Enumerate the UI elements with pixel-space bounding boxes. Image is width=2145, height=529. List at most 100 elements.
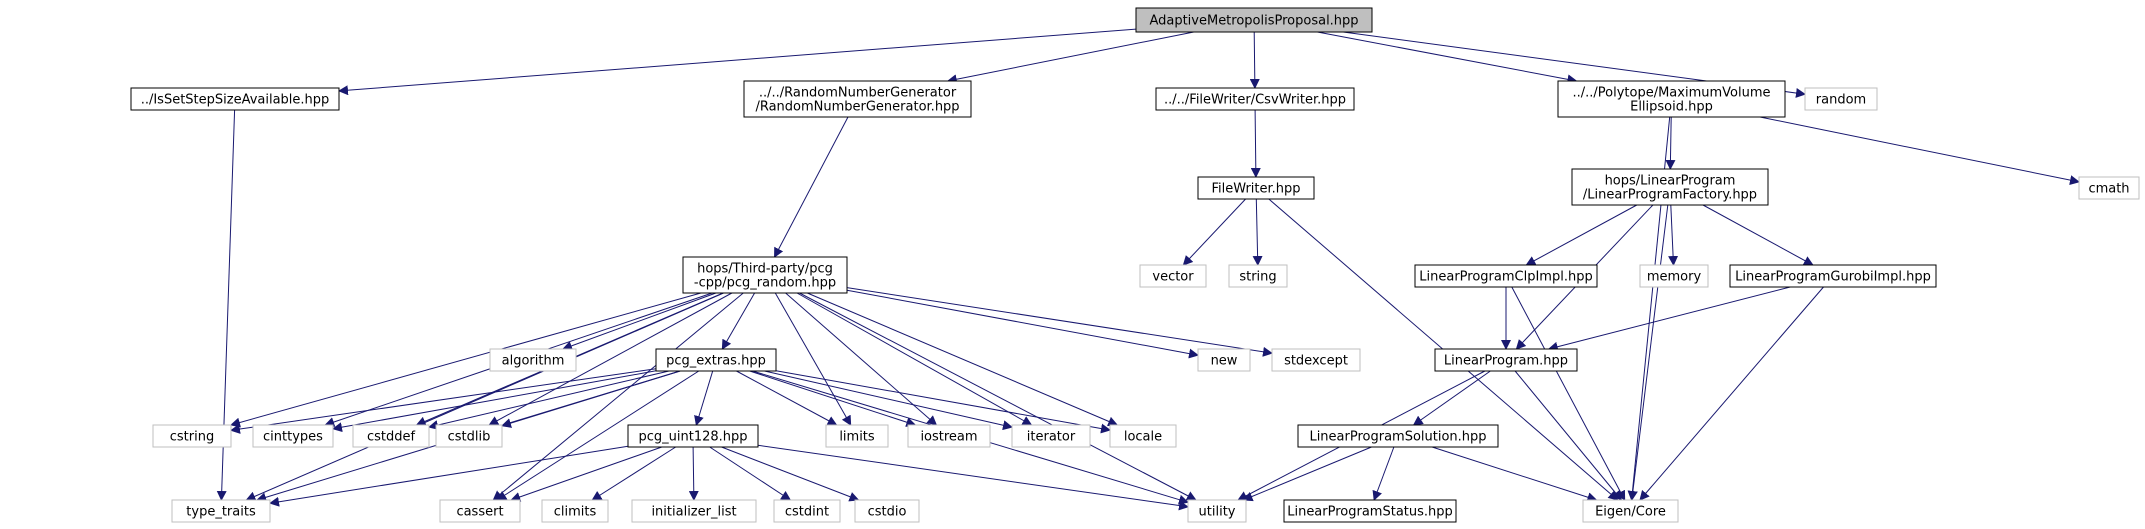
edge-rng-to-pcgrandom — [774, 116, 849, 258]
node-label: Ellipsoid.hpp — [1630, 100, 1713, 115]
edge-lpsolution-to-utility — [1242, 446, 1372, 502]
node-box — [1139, 264, 1207, 288]
node-label: ../IsSetStepSizeAvailable.hpp — [141, 93, 330, 108]
edge-lpfactory-to-memory — [1668, 204, 1679, 266]
node-box — [541, 499, 609, 523]
node-lpstatus[interactable]: LinearProgramStatus.hpp — [1283, 499, 1457, 523]
node-box — [1639, 264, 1709, 288]
node-label: Eigen/Core — [1595, 505, 1666, 520]
node-label: vector — [1152, 270, 1194, 285]
node-lpgurobi[interactable]: LinearProgramGurobiImpl.hpp — [1729, 264, 1937, 288]
edge-pcgextras-to-cstddef — [428, 370, 670, 430]
edge-pcgextras-to-cstring — [230, 368, 657, 434]
node-isset[interactable]: ../IsSetStepSizeAvailable.hpp — [130, 87, 340, 111]
edge-pcgrandom-to-limits — [774, 292, 852, 426]
node-filewriter[interactable]: FileWriter.hpp — [1197, 176, 1315, 200]
node-cstdint: cstdint — [773, 499, 841, 523]
node-label: cinttypes — [263, 430, 323, 445]
node-box — [435, 424, 503, 448]
node-box — [489, 348, 577, 372]
edge-pcgextras-to-cassert — [496, 370, 700, 501]
node-box — [1228, 264, 1288, 288]
node-box — [1271, 348, 1361, 372]
node-iterator: iterator — [1011, 424, 1091, 448]
edge-pcgextras-to-iostream — [749, 370, 917, 427]
edge-pcgrandom-to-stdexcept — [846, 287, 1273, 357]
node-label: cstdint — [785, 505, 829, 520]
node-box — [854, 499, 920, 523]
edge-pcguint-to-cassert — [510, 446, 662, 502]
node-label: cstdio — [868, 505, 907, 520]
node-label: string — [1239, 270, 1276, 285]
edge-pcgrandom-to-iterator — [796, 292, 1033, 426]
edge-root-to-csv — [1249, 31, 1260, 89]
node-label: pcg_extras.hpp — [666, 354, 766, 369]
node-vector: vector — [1139, 264, 1207, 288]
node-label: LinearProgramGurobiImpl.hpp — [1735, 270, 1931, 285]
node-label: ../../FileWriter/CsvWriter.hpp — [1164, 93, 1346, 108]
edge-pcgextras-to-iterator — [764, 370, 1013, 431]
node-csv[interactable]: ../../FileWriter/CsvWriter.hpp — [1155, 87, 1355, 111]
node-box — [1557, 80, 1786, 118]
node-box — [1155, 87, 1355, 111]
node-root[interactable]: AdaptiveMetropolisProposal.hpp — [1135, 7, 1373, 33]
edge-mve-to-lpfactory — [1665, 116, 1676, 170]
node-label: climits — [554, 505, 597, 520]
node-box — [627, 424, 759, 448]
node-rng[interactable]: ../../RandomNumberGenerator/RandomNumber… — [743, 80, 972, 118]
node-pcgrandom[interactable]: hops/Third-party/pcg-cpp/pcg_random.hpp — [682, 256, 848, 294]
node-stdexcept: stdexcept — [1271, 348, 1361, 372]
edge-pcgextras-to-locale — [775, 370, 1111, 434]
edge-root-to-mve — [1317, 31, 1578, 85]
node-label: hops/LinearProgram — [1605, 174, 1736, 189]
node-pcguint[interactable]: pcg_uint128.hpp — [627, 424, 759, 448]
node-string: string — [1228, 264, 1288, 288]
edge-pcguint-to-cstdio — [721, 446, 860, 502]
node-label: type_traits — [186, 505, 256, 520]
node-label: locale — [1124, 430, 1162, 445]
node-cstddef: cstddef — [352, 424, 430, 448]
edge-pcgrandom-to-pcgextras — [721, 292, 756, 350]
node-label: iostream — [920, 430, 977, 445]
edge-mve-to-cmath — [1759, 116, 2080, 186]
edge-pcgrandom-to-utility — [799, 292, 1197, 501]
edge-pcgrandom-to-typetraits — [245, 292, 724, 502]
node-box — [1414, 264, 1598, 288]
node-label: new — [1211, 354, 1238, 369]
node-label: limits — [839, 430, 875, 445]
node-eigen: Eigen/Core — [1582, 499, 1679, 523]
node-lp[interactable]: LinearProgram.hpp — [1434, 348, 1578, 372]
node-box — [1804, 87, 1878, 111]
edge-pcguint-to-utility — [757, 444, 1189, 511]
edge-csv-to-filewriter — [1250, 109, 1261, 178]
node-label: cassert — [456, 505, 503, 520]
node-lpsolution[interactable]: LinearProgramSolution.hpp — [1297, 424, 1499, 448]
node-typetraits: type_traits — [171, 499, 271, 523]
node-lpfactory[interactable]: hops/LinearProgram/LinearProgramFactory.… — [1571, 168, 1769, 206]
node-box — [773, 499, 841, 523]
node-label: random — [1816, 93, 1866, 108]
edge-pcgrandom-to-cstdlib — [488, 292, 733, 426]
node-box — [2078, 176, 2140, 200]
node-label: utility — [1199, 505, 1236, 520]
node-cassert: cassert — [439, 499, 521, 523]
node-initlist: initializer_list — [631, 499, 757, 523]
node-box — [655, 348, 777, 372]
node-label: /RandomNumberGenerator.hpp — [755, 100, 959, 115]
node-label: LinearProgramStatus.hpp — [1287, 505, 1453, 520]
edge-lp-to-lpsolution — [1412, 370, 1491, 426]
node-pcgextras[interactable]: pcg_extras.hpp — [655, 348, 777, 372]
node-mve[interactable]: ../../Polytope/MaximumVolumeEllipsoid.hp… — [1557, 80, 1786, 118]
node-cmath: cmath — [2078, 176, 2140, 200]
edge-pcguint-to-typetraits — [269, 445, 629, 507]
node-box — [1283, 499, 1457, 523]
edge-pcgrandom-to-cassert — [492, 292, 744, 501]
node-box — [1011, 424, 1091, 448]
node-label: cmath — [2088, 182, 2129, 197]
node-box — [439, 499, 521, 523]
edge-filewriter-to-string — [1252, 198, 1263, 266]
node-lpclp[interactable]: LinearProgramClpImpl.hpp — [1414, 264, 1598, 288]
node-label: cstdlib — [448, 430, 491, 445]
edge-lp-to-eigen — [1514, 370, 1623, 501]
